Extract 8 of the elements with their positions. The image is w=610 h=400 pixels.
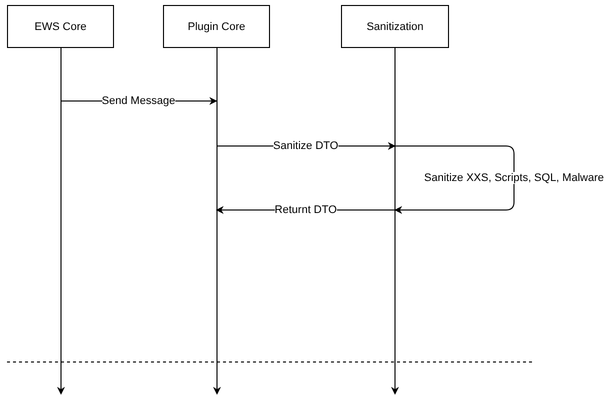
edge-label: Returnt DTO bbox=[274, 204, 337, 216]
participant-name: Plugin Core bbox=[188, 20, 246, 32]
participant-name: Sanitization bbox=[366, 20, 424, 32]
edge-label: Sanitize DTO bbox=[273, 140, 338, 152]
edge-label: Sanitize XXS, Scripts, SQL, Malware bbox=[424, 172, 604, 184]
participant-name: EWS Core bbox=[34, 20, 86, 32]
edge-label: Send Message bbox=[102, 95, 176, 107]
self-loop-arrow bbox=[394, 146, 514, 214]
